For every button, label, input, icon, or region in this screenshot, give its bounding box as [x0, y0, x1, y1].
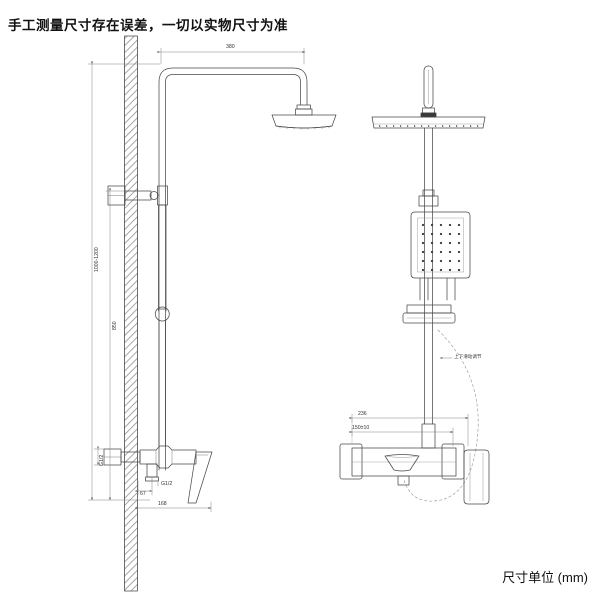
- side-lower-riser: [158, 320, 166, 447]
- front-riser-pipe: [424, 127, 433, 425]
- side-mixer-valve: [103, 445, 213, 504]
- side-dimension-lines: [87, 47, 306, 513]
- unit-note: 尺寸单位 (mm): [502, 570, 588, 585]
- front-overhead-arm: [420, 65, 437, 118]
- dim-inlet-thread-bottom: G1/2: [161, 481, 173, 487]
- wall-section: [124, 35, 138, 592]
- front-shower-hose: [403, 329, 479, 502]
- dim-spout-height: 850: [112, 321, 118, 330]
- dim-overall-height-range: 1000-1200: [94, 247, 100, 272]
- side-overhead-shower-head: [271, 114, 337, 130]
- dim-inlet-centres: 150±10: [352, 425, 370, 431]
- side-overhead-arm: [158, 67, 313, 471]
- header-note: 手工测量尺寸存在误差，一切以实物尺寸为准: [8, 18, 288, 33]
- side-slide-bar: [154, 204, 170, 322]
- front-diverter-block: [418, 189, 439, 207]
- slider-adjust-note: 上下滑动调节: [454, 354, 482, 359]
- front-slider-holder: [402, 304, 456, 324]
- front-overhead-shower-head: [371, 116, 486, 129]
- dim-valve-body-width: 236: [358, 411, 367, 417]
- front-mixer-valve: [339, 423, 490, 505]
- dim-overhead-arm-reach: 380: [226, 44, 235, 50]
- dim-valve-wall-offset: 67: [140, 491, 146, 497]
- dim-inlet-thread-top: G1/2: [99, 454, 105, 466]
- front-hand-shower: [410, 211, 471, 301]
- front-dimension-lines: [349, 413, 469, 447]
- dim-spout-projection: 168: [158, 501, 167, 507]
